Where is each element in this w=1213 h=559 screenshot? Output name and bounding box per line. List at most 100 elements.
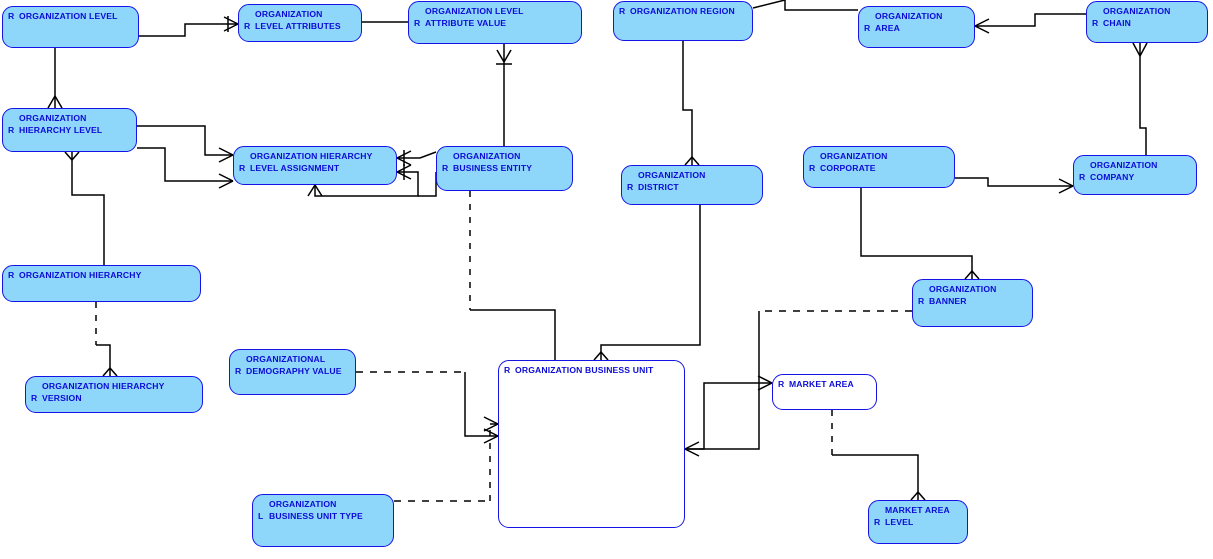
entity-key-indicator: R — [244, 20, 251, 31]
entity-name-text: BANNER — [929, 295, 967, 306]
entity-name-text: ORGANIZATION — [1090, 160, 1158, 170]
entity-name-text: ORGANIZATION HIERARCHY — [19, 270, 142, 280]
entity-key-indicator: R — [235, 365, 242, 376]
entity-key-indicator: R — [239, 162, 246, 173]
entity-name-text: ORGANIZATION — [19, 113, 87, 123]
entity-label-line: R ORGANIZATION REGION — [619, 6, 747, 18]
entity-key-indicator: R — [8, 124, 15, 135]
entity-name-text: BUSINESS ENTITY — [453, 162, 533, 173]
entity-organization-region[interactable]: R ORGANIZATION REGION — [613, 1, 753, 41]
entity-organization-banner[interactable]: ORGANIZATION R BANNER — [912, 279, 1033, 327]
entity-name-text: MARKET AREA — [789, 379, 854, 389]
rel-banner-to-business-unit — [684, 310, 912, 457]
rel-corporate-to-company — [955, 177, 1074, 194]
entity-label-line: R LEVEL ATTRIBUTES — [244, 21, 356, 33]
entity-organization-business-unit[interactable]: R ORGANIZATION BUSINESS UNIT — [498, 360, 685, 528]
entity-name-text: ORGANIZATION LEVEL — [19, 11, 118, 21]
entity-name-text: CHAIN — [1103, 17, 1131, 28]
entity-label-line: R ORGANIZATION BUSINESS UNIT — [504, 365, 679, 377]
entity-name-text: ORGANIZATION LEVEL — [425, 6, 524, 16]
entity-name-text: ORGANIZATION — [269, 499, 337, 509]
entity-key-indicator: R — [8, 11, 15, 21]
entity-key-indicator: R — [619, 6, 626, 16]
entity-key-indicator: R — [414, 17, 421, 28]
entity-label-line: ORGANIZATION — [442, 151, 567, 163]
entity-key-indicator: R — [8, 270, 15, 280]
entity-label-line: ORGANIZATION — [1079, 160, 1191, 172]
entity-name-text: ORGANIZATION REGION — [630, 6, 735, 16]
entity-name-text: ORGANIZATION — [929, 284, 997, 294]
entity-key-indicator: R — [918, 295, 925, 306]
rel-business-unit-to-market-area — [685, 375, 773, 450]
entity-name-text: ORGANIZATION — [1103, 6, 1171, 16]
entity-organization-level[interactable]: R ORGANIZATION LEVEL — [2, 6, 139, 48]
entity-label-line: ORGANIZATION LEVEL — [414, 6, 576, 18]
entity-organization-chain[interactable]: ORGANIZATION R CHAIN — [1086, 1, 1208, 43]
entity-key-indicator: R — [864, 22, 871, 33]
entity-organization-level-attributes[interactable]: ORGANIZATION R LEVEL ATTRIBUTES — [238, 4, 362, 42]
rel-business-unit-type-to-business-unit — [394, 416, 499, 502]
entity-name-text: ORGANIZATION BUSINESS UNIT — [515, 365, 654, 375]
entity-label-line: ORGANIZATION — [8, 113, 131, 125]
entity-name-text: ORGANIZATION — [875, 11, 943, 21]
entity-key-indicator: R — [504, 365, 511, 375]
entity-label-line: R ATTRIBUTE VALUE — [414, 18, 576, 30]
rel-level-to-level-attributes — [139, 16, 239, 37]
entity-key-indicator: R — [31, 392, 38, 403]
entity-label-line: MARKET AREA — [874, 505, 962, 517]
entity-label-line: ORGANIZATION — [244, 9, 356, 21]
rel-market-area-to-market-area-level — [831, 410, 926, 501]
entity-name-text: COMPANY — [1090, 171, 1135, 182]
entity-key-indicator: R — [874, 516, 881, 527]
rel-chain-to-company — [1132, 42, 1148, 155]
rel-level-to-hierarchy-level — [47, 48, 63, 109]
rel-hierarchy-to-hierarchy-version — [95, 302, 118, 377]
entity-name-text: ORGANIZATION — [820, 151, 888, 161]
entity-label-line: ORGANIZATION — [918, 284, 1027, 296]
entity-label-line: R BANNER — [918, 296, 1027, 308]
entity-organization-level-attribute-value[interactable]: ORGANIZATION LEVEL R ATTRIBUTE VALUE — [408, 1, 582, 44]
entity-label-line: R CHAIN — [1092, 18, 1202, 30]
entity-name-text: ORGANIZATION — [255, 9, 323, 19]
rel-hierarchy-level-to-hierarchy — [64, 151, 105, 265]
entity-organization-hierarchy[interactable]: R ORGANIZATION HIERARCHY — [2, 265, 201, 302]
rel-area-to-chain — [974, 13, 1086, 34]
rel-region-to-district — [682, 41, 700, 166]
entity-key-indicator: R — [1092, 17, 1099, 28]
entity-name-text: LEVEL ATTRIBUTES — [255, 20, 341, 31]
entity-name-text: MARKET AREA — [885, 505, 950, 515]
entity-label-line: ORGANIZATION — [258, 499, 388, 511]
entity-name-text: DISTRICT — [638, 181, 679, 192]
entity-name-text: BUSINESS UNIT TYPE — [269, 510, 363, 521]
entity-label-line: ORGANIZATION HIERARCHY — [31, 381, 197, 393]
entity-name-text: ORGANIZATION HIERARCHY — [42, 381, 165, 391]
entity-label-line: ORGANIZATION HIERARCHY — [239, 151, 391, 163]
entity-name-text: ATTRIBUTE VALUE — [425, 17, 507, 28]
entity-label-line: ORGANIZATION — [627, 170, 757, 182]
entity-label-line: ORGANIZATION — [809, 151, 949, 163]
entity-label-line: ORGANIZATION — [864, 11, 969, 23]
rel-attribute-value-to-business-entity — [496, 44, 512, 146]
entity-name-text: CORPORATE — [820, 162, 876, 173]
entity-label-line: R ORGANIZATION LEVEL — [8, 11, 133, 23]
